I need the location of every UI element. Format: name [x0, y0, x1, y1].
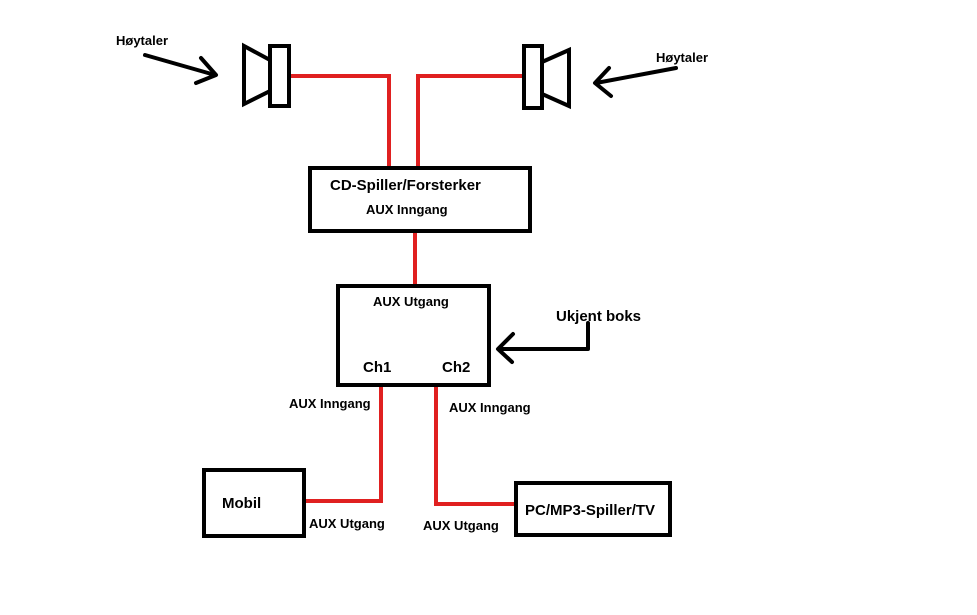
pc-title: PC/MP3-Spiller/TV — [525, 502, 655, 519]
unknown-box-label: Ukjent boks — [556, 308, 641, 325]
amplifier-box — [308, 166, 532, 233]
ch1-label: Ch1 — [363, 359, 391, 376]
wire-left-speaker-to-amplifier — [289, 74, 391, 168]
ch2-label: Ch2 — [442, 359, 470, 376]
wire-right-speaker-to-amplifier — [416, 74, 523, 168]
amplifier-input-label: AUX Inngang — [366, 202, 448, 217]
wire-ch2-to-pc — [434, 386, 516, 506]
unknown-box-arrow-icon — [496, 321, 590, 364]
boxes — [202, 166, 672, 538]
pc-box — [514, 481, 672, 537]
mobile-title: Mobil — [222, 495, 261, 512]
wires — [289, 74, 523, 506]
left-speaker-arrow-icon — [143, 53, 218, 85]
wire-ch1-to-mobile — [304, 386, 383, 503]
right-speaker-arrow-icon — [593, 66, 678, 98]
ch1-input-label: AUX Inngang — [289, 396, 371, 411]
unknown-box — [336, 284, 491, 387]
mobile-box — [202, 468, 306, 538]
arrows — [143, 53, 678, 364]
pc-output-label: AUX Utgang — [423, 518, 499, 533]
left-speaker-label: Høytaler — [116, 33, 168, 48]
left-speaker-icon — [242, 42, 291, 108]
mobile-output-label: AUX Utgang — [309, 516, 385, 531]
amplifier-title: CD-Spiller/Forsterker — [330, 177, 481, 194]
right-speaker-label: Høytaler — [656, 50, 708, 65]
unknown-box-output-label: AUX Utgang — [373, 294, 449, 309]
right-speaker-icon — [522, 44, 571, 110]
ch2-input-label: AUX Inngang — [449, 400, 531, 415]
